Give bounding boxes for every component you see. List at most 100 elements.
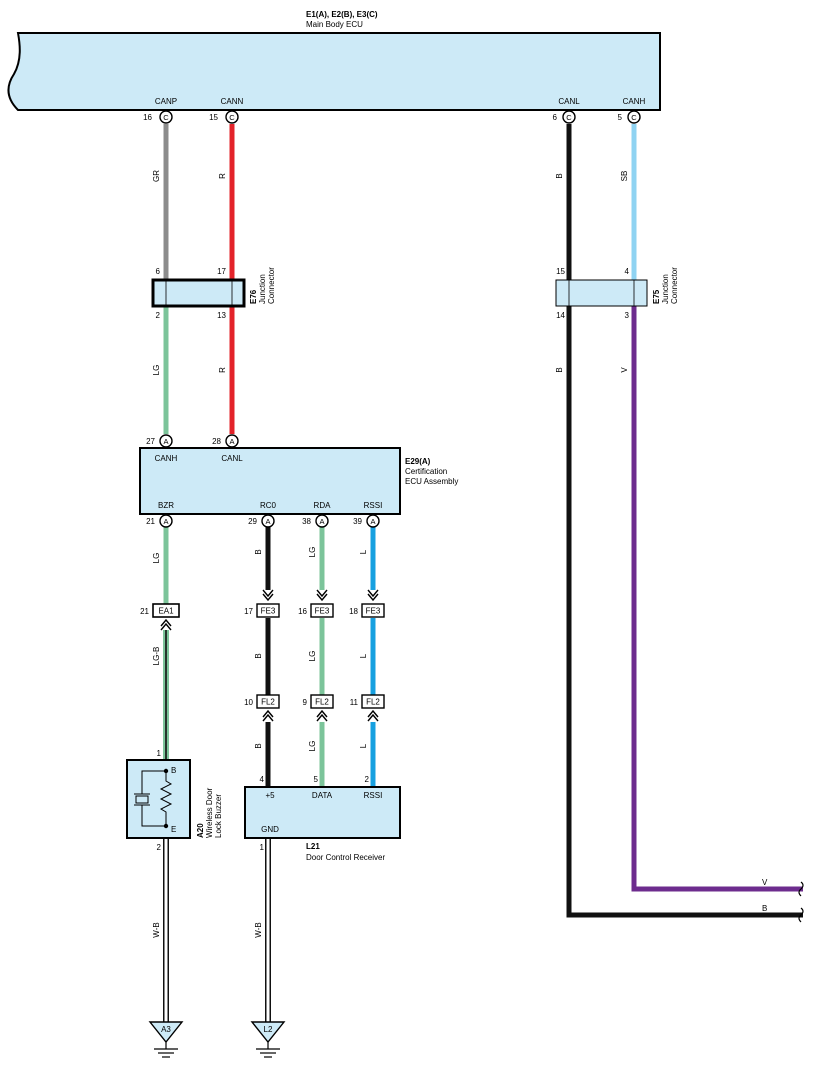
svg-text:C: C <box>163 113 169 122</box>
chevron-fe3-rda <box>316 589 328 602</box>
svg-text:21: 21 <box>146 517 155 526</box>
svg-text:FE3: FE3 <box>315 607 330 616</box>
junction-connector-e76 <box>151 278 246 308</box>
wire-label-b2: B <box>555 367 564 372</box>
svg-text:5: 5 <box>618 113 623 122</box>
pin-name-cann: CANN <box>221 97 244 106</box>
chevron-fl2-11 <box>367 709 379 722</box>
wire-v-right <box>631 306 803 892</box>
main-ecu-pin-cann: C 15 <box>209 110 239 124</box>
receiver-num-5: 5 <box>314 775 319 784</box>
svg-text:FE3: FE3 <box>366 607 381 616</box>
fe3-pin-18: 18 <box>349 607 358 616</box>
ground-symbol-a3 <box>148 1021 184 1058</box>
svg-text:EA1: EA1 <box>158 607 174 616</box>
svg-text:A: A <box>163 437 168 446</box>
wire-label-v: V <box>620 367 629 373</box>
connector-fe3-18: FE3 <box>361 603 385 618</box>
pin-name-canh: CANH <box>623 97 646 106</box>
svg-text:A: A <box>319 517 324 526</box>
certification-ecu-box <box>139 447 401 515</box>
main-ecu-title: E1(A), E2(B), E3(C) <box>306 10 378 19</box>
svg-text:FL2: FL2 <box>261 698 275 707</box>
wire-label-lg2: LG <box>152 553 161 564</box>
svg-text:FL2: FL2 <box>366 698 380 707</box>
svg-text:6: 6 <box>553 113 558 122</box>
svg-text:FE3: FE3 <box>261 607 276 616</box>
receiver-num-4: 4 <box>260 775 265 784</box>
buzzer-code: A20 <box>196 823 205 838</box>
main-ecu-pin-canl: C 6 <box>553 110 576 124</box>
e75-pin-14: 14 <box>556 311 565 320</box>
connector-fe3-16: FE3 <box>310 603 334 618</box>
svg-text:A: A <box>370 517 375 526</box>
wire-label-lg4: LG <box>308 651 317 662</box>
receiver-num-1: 1 <box>260 843 265 852</box>
ea1-pin-num: 21 <box>140 607 149 616</box>
receiver-pin-name-rssi: RSSI <box>364 791 383 800</box>
e76-pin-6: 6 <box>156 267 161 276</box>
svg-text:38: 38 <box>302 517 311 526</box>
wire-label-l1: L <box>359 549 368 554</box>
buzzer-num-bottom: 2 <box>157 843 162 852</box>
main-ecu-pin-canh: C 5 <box>618 110 641 124</box>
wire-label-r1: R <box>218 173 227 179</box>
svg-text:15: 15 <box>209 113 218 122</box>
wire-label-lgb: LG-B <box>152 647 161 666</box>
cert-pin-29: A 29 <box>248 514 275 528</box>
receiver-code: L21 <box>306 842 320 851</box>
wire-label-l3: L <box>359 743 368 748</box>
cert-pin-21: A 21 <box>146 514 173 528</box>
receiver-pin-name-5v: +5 <box>265 791 275 800</box>
cert-pin-name-rc0: RC0 <box>260 501 277 510</box>
cert-pin-27: A 27 <box>146 434 173 448</box>
e76-pin-17: 17 <box>217 267 226 276</box>
connector-fl2-10: FL2 <box>256 694 280 709</box>
wire-label-lg3: LG <box>308 547 317 558</box>
ground-symbol-l2 <box>250 1021 286 1058</box>
fl2-pin-10: 10 <box>244 698 253 707</box>
wire-label-sb: SB <box>620 171 629 182</box>
svg-text:C: C <box>631 113 637 122</box>
e76-pin-2: 2 <box>156 311 161 320</box>
break-mark-v <box>798 881 804 897</box>
e75-pin-3: 3 <box>625 311 630 320</box>
wire-label-v-right: V <box>762 878 768 887</box>
main-ecu-name: Main Body ECU <box>306 20 363 29</box>
e75-pin-4: 4 <box>625 267 630 276</box>
break-mark-b <box>798 907 804 923</box>
e76-pin-13: 13 <box>217 311 226 320</box>
svg-text:27: 27 <box>146 437 155 446</box>
fl2-pin-9: 9 <box>303 698 308 707</box>
cert-ecu-title: E29(A) <box>405 457 431 466</box>
fl2-pin-11: 11 <box>350 698 359 707</box>
cert-pin-name-canl: CANL <box>221 454 243 463</box>
buzzer-name-1: Wireless Door <box>205 787 214 838</box>
e75-pin-15: 15 <box>556 267 565 276</box>
wire-label-wb1: W-B <box>152 922 161 937</box>
chevron-fe3-rssi <box>367 589 379 602</box>
receiver-name: Door Control Receiver <box>306 853 385 862</box>
cert-pin-name-canh: CANH <box>155 454 178 463</box>
e75-name-1: Junction <box>661 274 670 304</box>
wire-label-r2: R <box>218 367 227 373</box>
e75-code: E75 <box>652 289 661 304</box>
wire-label-lg5: LG <box>308 741 317 752</box>
buzzer-pin-e: E <box>171 825 176 834</box>
buzzer-name-2: Lock Buzzer <box>214 794 223 838</box>
svg-text:A: A <box>163 517 168 526</box>
wire-label-b4: B <box>254 653 263 658</box>
connector-ea1: EA1 <box>152 603 180 618</box>
svg-text:29: 29 <box>248 517 257 526</box>
wire-label-lg1: LG <box>152 365 161 376</box>
chevron-fl2-9 <box>316 709 328 722</box>
connector-fe3-17: FE3 <box>256 603 280 618</box>
fe3-pin-17: 17 <box>244 607 253 616</box>
cert-pin-38: A 38 <box>302 514 329 528</box>
chevron-fl2-10 <box>262 709 274 722</box>
buzzer-pin-b: B <box>171 766 176 775</box>
svg-text:16: 16 <box>143 113 152 122</box>
wire-label-b5: B <box>254 743 263 748</box>
cert-pin-name-rssi: RSSI <box>364 501 383 510</box>
